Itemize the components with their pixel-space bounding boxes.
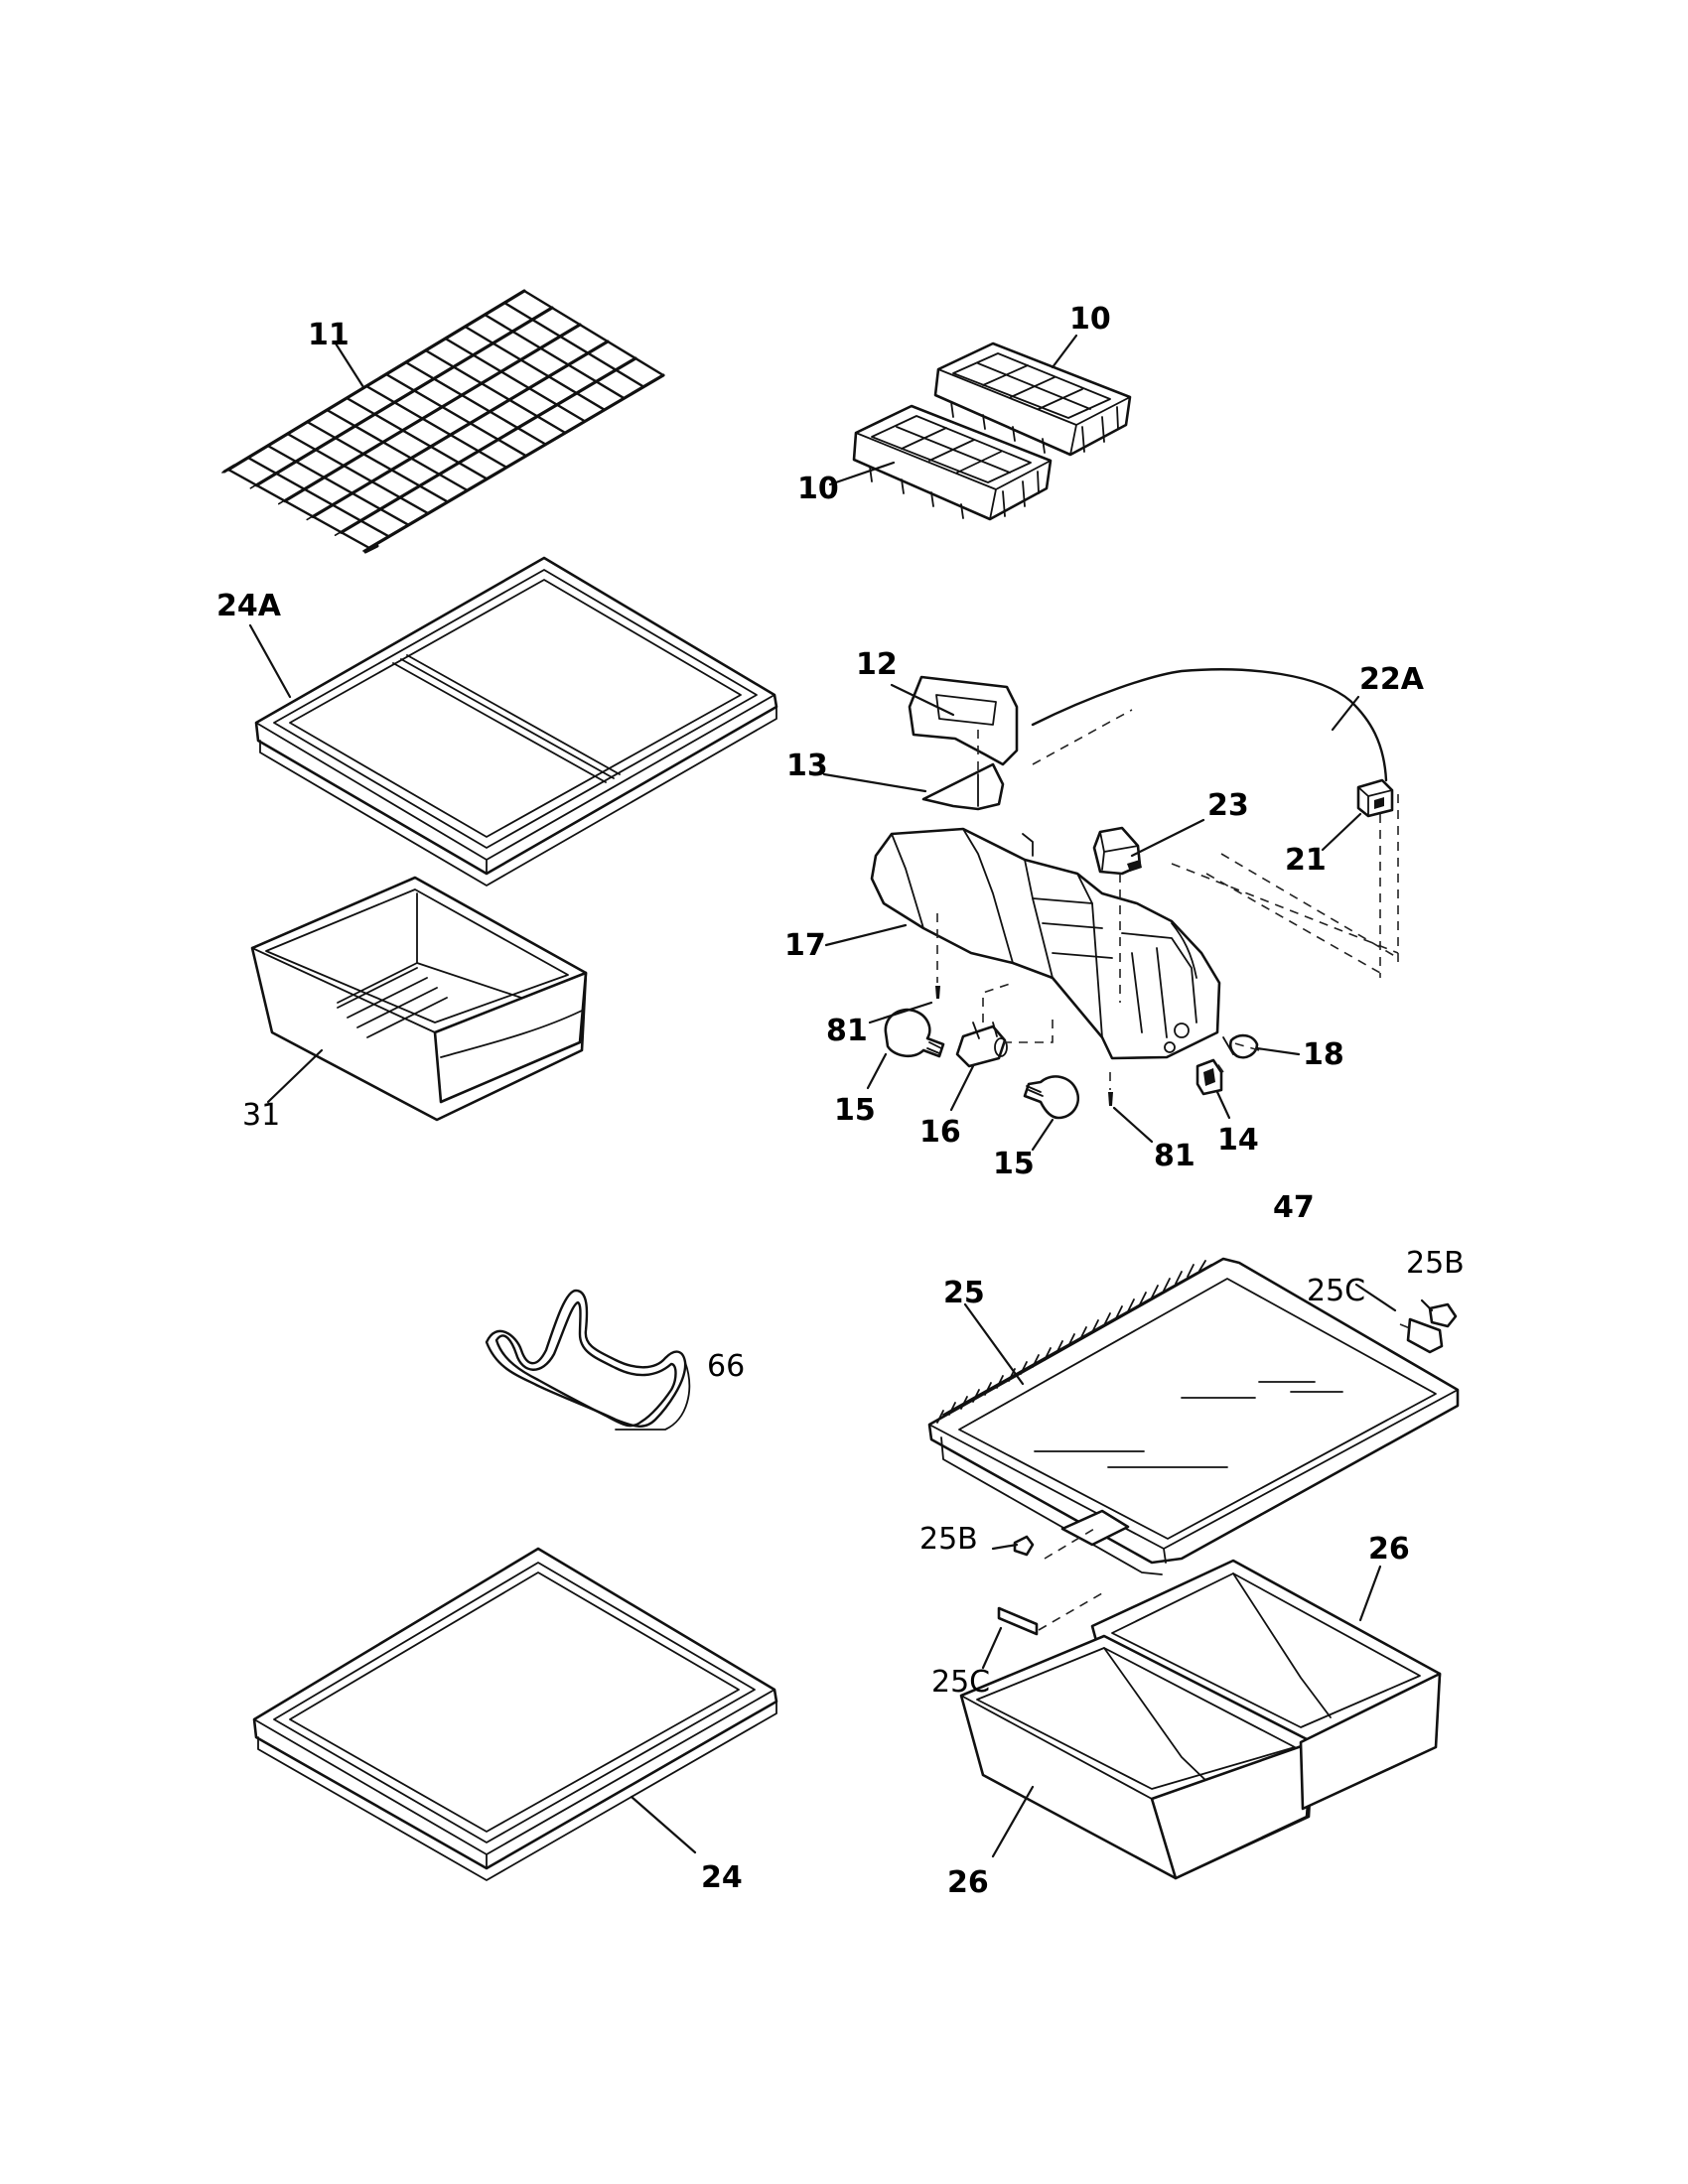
callout-25b-bottom: 25B — [919, 1522, 978, 1557]
callout-10-bottom: 10 — [797, 472, 839, 506]
callout-14: 14 — [1217, 1123, 1259, 1158]
callout-23: 23 — [1207, 788, 1249, 823]
callout-25c-top: 25C — [1307, 1274, 1365, 1308]
crisper-cover-icon — [927, 1257, 1460, 1575]
crisper-pan-icon — [959, 1559, 1442, 1880]
callout-81-left: 81 — [826, 1014, 868, 1048]
vent-slots — [936, 1260, 1206, 1424]
callout-16: 16 — [919, 1115, 961, 1150]
ice-tray-icon — [852, 341, 1132, 521]
callout-21: 21 — [1285, 843, 1327, 878]
glass-shelf-icon — [254, 556, 778, 887]
glass-shelf-icon — [252, 1547, 778, 1881]
callout-25: 25 — [943, 1276, 985, 1310]
leader-lines — [248, 334, 1434, 1858]
callout-22a: 22A — [1359, 662, 1425, 697]
assembly-guides — [936, 709, 1411, 1631]
wine-rack-icon — [485, 1289, 691, 1431]
callout-11: 11 — [308, 318, 350, 352]
callout-26-top: 26 — [1368, 1532, 1410, 1567]
callout-labels: 11 10 10 24A 12 22A 13 23 21 17 31 81 18… — [216, 302, 1465, 1900]
callout-15-left: 15 — [834, 1093, 876, 1128]
callout-13: 13 — [786, 749, 828, 783]
callout-25b-top: 25B — [1406, 1246, 1465, 1281]
callout-18: 18 — [1303, 1037, 1344, 1072]
crisper-pan-icon — [250, 876, 588, 1122]
callout-10-top: 10 — [1069, 302, 1111, 337]
callout-47: 47 — [1273, 1190, 1315, 1225]
control-housing-icon — [870, 668, 1394, 1106]
wire-shelf-icon — [221, 289, 665, 554]
cover-bracket-icon — [997, 1302, 1458, 1636]
callout-24a: 24A — [216, 589, 282, 623]
callout-81-right: 81 — [1154, 1139, 1196, 1173]
callout-31: 31 — [242, 1098, 280, 1133]
callout-15-right: 15 — [993, 1147, 1035, 1181]
callout-26-bottom: 26 — [947, 1865, 989, 1900]
callout-17: 17 — [784, 928, 826, 963]
callout-24: 24 — [701, 1860, 743, 1895]
callout-12: 12 — [856, 647, 898, 682]
callout-25c-bottom: 25C — [931, 1665, 990, 1700]
callout-66: 66 — [707, 1349, 745, 1384]
light-bulb-icon — [884, 1008, 1079, 1120]
